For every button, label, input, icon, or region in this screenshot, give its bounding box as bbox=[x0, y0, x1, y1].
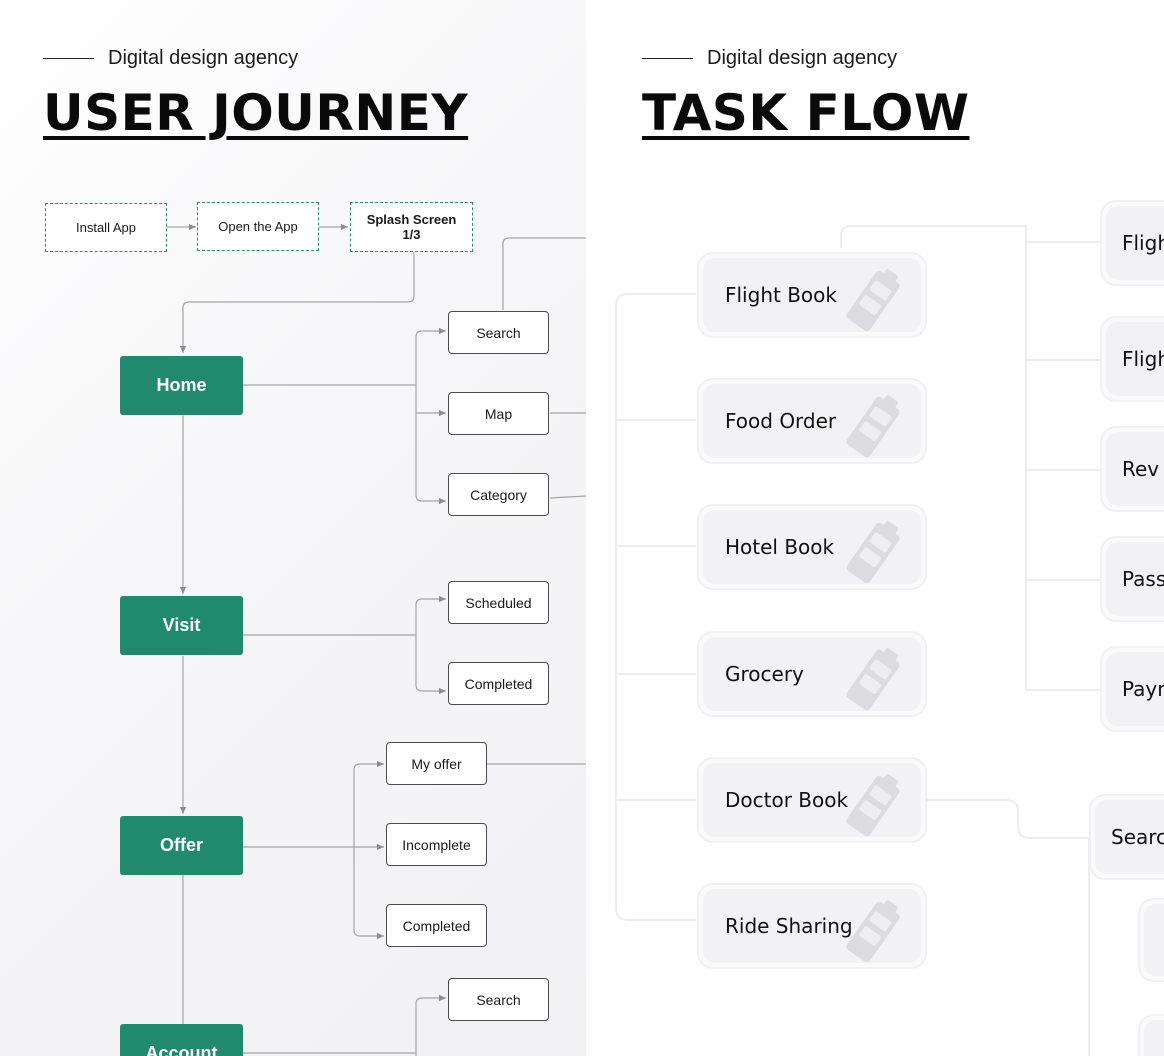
task-label: Grocery bbox=[725, 662, 804, 686]
card-body: Ride Sharing bbox=[703, 889, 921, 963]
node-label: Search bbox=[476, 324, 521, 341]
card-body: Doctor Book bbox=[703, 763, 921, 837]
offer-completed-node[interactable]: Completed bbox=[386, 904, 487, 947]
node-label: Map bbox=[484, 405, 513, 422]
card-body: Payn bbox=[1106, 652, 1164, 726]
edge-label: Searc bbox=[1111, 825, 1164, 849]
card-body: Rev bbox=[1106, 432, 1164, 506]
node-label: My offer bbox=[411, 755, 462, 772]
card-body: Grocery bbox=[703, 637, 921, 711]
node-label: Offer bbox=[159, 835, 203, 855]
node-label: Open the App bbox=[218, 219, 298, 234]
node-label: Splash Screen 1/3 bbox=[366, 212, 457, 242]
card-body bbox=[1144, 904, 1164, 976]
edge-card-flight-1[interactable]: Fligh bbox=[1100, 200, 1164, 286]
edge-card-passenger[interactable]: Pass bbox=[1100, 536, 1164, 622]
visit-node[interactable]: Visit bbox=[120, 596, 243, 655]
edge-card-faint-2 bbox=[1138, 1014, 1164, 1056]
task-flow-panel: Digital design agency TASK FLOW Flight B… bbox=[586, 0, 1164, 1056]
task-flow-connectors bbox=[615, 225, 1101, 1056]
card-body: Hotel Book bbox=[703, 510, 921, 584]
node-label: Category bbox=[470, 486, 527, 503]
battery-icon bbox=[846, 521, 900, 584]
card-body: Flight Book bbox=[703, 258, 921, 332]
edge-card-review[interactable]: Rev bbox=[1100, 426, 1164, 512]
node-label: Account bbox=[145, 1043, 218, 1056]
account-node[interactable]: Account bbox=[120, 1024, 243, 1056]
battery-icon bbox=[846, 395, 900, 458]
node-label: Home bbox=[156, 375, 207, 395]
card-body: Searc bbox=[1095, 800, 1164, 874]
node-label: Search bbox=[476, 991, 521, 1008]
card-body bbox=[1144, 1020, 1164, 1056]
visit-completed-node[interactable]: Completed bbox=[448, 662, 549, 705]
edge-label: Payn bbox=[1122, 677, 1164, 701]
edge-label: Pass bbox=[1122, 567, 1164, 591]
right-eyebrow: Digital design agency bbox=[642, 47, 897, 70]
eyebrow-text: Digital design agency bbox=[108, 47, 299, 69]
task-label: Food Order bbox=[725, 409, 837, 433]
task-flow-title: TASK FLOW bbox=[642, 84, 970, 142]
node-label: Incomplete bbox=[402, 836, 471, 853]
battery-icon bbox=[846, 269, 900, 332]
battery-icon bbox=[846, 648, 900, 711]
node-label: Install App bbox=[76, 220, 136, 235]
edge-card-search[interactable]: Searc bbox=[1089, 794, 1164, 880]
task-label: Doctor Book bbox=[725, 788, 849, 812]
open-the-app-node[interactable]: Open the App bbox=[197, 202, 319, 251]
edge-label: Fligh bbox=[1122, 347, 1164, 371]
edge-label: Fligh bbox=[1122, 231, 1164, 255]
edge-card-payment[interactable]: Payn bbox=[1100, 646, 1164, 732]
visit-scheduled-node[interactable]: Scheduled bbox=[448, 581, 549, 624]
account-search-node[interactable]: Search bbox=[448, 978, 549, 1021]
node-label: Completed bbox=[402, 917, 471, 934]
home-category-node[interactable]: Category bbox=[448, 473, 549, 516]
task-label: Hotel Book bbox=[725, 535, 835, 559]
offer-node[interactable]: Offer bbox=[120, 816, 243, 875]
task-card-hotel-book[interactable]: Hotel Book bbox=[697, 504, 927, 590]
battery-icon bbox=[846, 774, 900, 837]
home-search-node[interactable]: Search bbox=[448, 311, 549, 354]
card-body: Food Order bbox=[703, 384, 921, 458]
user-journey-panel: Digital design agency USER JOURNEY Insta… bbox=[0, 0, 586, 1056]
offer-incomplete-node[interactable]: Incomplete bbox=[386, 823, 487, 866]
node-label: Completed bbox=[464, 675, 533, 692]
task-card-ride-sharing[interactable]: Ride Sharing bbox=[697, 883, 927, 969]
task-card-doctor-book[interactable]: Doctor Book bbox=[697, 757, 927, 843]
node-label: Scheduled bbox=[465, 594, 532, 611]
offer-my-offer-node[interactable]: My offer bbox=[386, 742, 487, 785]
node-label: Visit bbox=[162, 615, 201, 635]
task-card-flight-book[interactable]: Flight Book bbox=[697, 252, 927, 338]
card-body: Fligh bbox=[1106, 322, 1164, 396]
card-body: Fligh bbox=[1106, 206, 1164, 280]
eyebrow-rule bbox=[43, 57, 94, 60]
edge-label: Rev bbox=[1122, 457, 1160, 481]
eyebrow-text: Digital design agency bbox=[707, 47, 898, 69]
install-app-node[interactable]: Install App bbox=[45, 203, 167, 252]
splash-screen-node[interactable]: Splash Screen 1/3 bbox=[350, 202, 473, 252]
eyebrow-rule bbox=[642, 57, 693, 60]
task-card-food-order[interactable]: Food Order bbox=[697, 378, 927, 464]
left-eyebrow: Digital design agency bbox=[43, 47, 298, 70]
edge-card-flight-2[interactable]: Fligh bbox=[1100, 316, 1164, 402]
home-map-node[interactable]: Map bbox=[448, 392, 549, 435]
task-label: Flight Book bbox=[725, 283, 837, 307]
battery-icon bbox=[846, 900, 900, 963]
task-label: Ride Sharing bbox=[725, 914, 853, 938]
home-node[interactable]: Home bbox=[120, 356, 243, 415]
task-card-grocery[interactable]: Grocery bbox=[697, 631, 927, 717]
card-body: Pass bbox=[1106, 542, 1164, 616]
user-journey-title: USER JOURNEY bbox=[43, 84, 469, 142]
edge-card-faint-1 bbox=[1138, 898, 1164, 982]
user-journey-connectors bbox=[167, 223, 586, 1056]
